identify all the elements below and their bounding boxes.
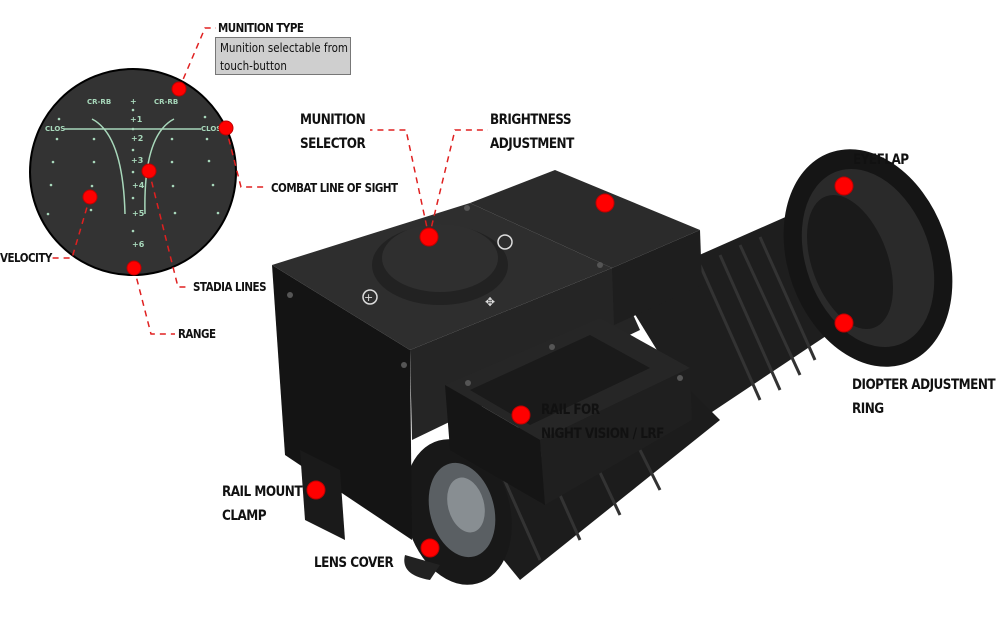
- munition-type-note: Munition selectable from touch-button: [215, 37, 351, 75]
- reticle-dot: [170, 160, 174, 164]
- range-mark: +1: [130, 115, 143, 124]
- note-line: Munition selectable from: [220, 41, 348, 55]
- range-mark: +3: [131, 156, 143, 165]
- label-lens-cover: LENS COVER: [314, 555, 394, 571]
- stadia-line-left: [91, 118, 126, 215]
- reticle-view: CR-RB CR-RB + CLOS CLOS +1 +2 +3 +4 +5 +…: [29, 68, 237, 276]
- reticle-dot: [131, 148, 135, 152]
- reticle-dot: [131, 196, 135, 200]
- reticle-dot: [92, 160, 96, 164]
- cr-rb-right: CR-RB: [154, 98, 178, 106]
- housing-front: [272, 265, 412, 540]
- brightness-block-side: [612, 230, 702, 325]
- reticle-dot: [171, 184, 175, 188]
- reticle-dot: [57, 117, 61, 121]
- thermal-sight-device: + ✥: [272, 149, 953, 585]
- reticle-dot: [170, 137, 174, 141]
- range-mark: +6: [132, 240, 145, 249]
- reticle-dot: [211, 183, 215, 187]
- reticle-dot: [90, 184, 94, 188]
- stadia-line-right: [144, 118, 175, 215]
- label-munition-type: MUNITION TYPE: [218, 21, 304, 35]
- clos-right: CLOS: [201, 125, 221, 133]
- reticle-dot: [203, 115, 207, 119]
- reticle-dot: [89, 208, 93, 212]
- reticle-dot: [51, 160, 55, 164]
- reticle-dot: [55, 137, 59, 141]
- reticle-dot: [131, 170, 135, 174]
- callout-dots: [82, 81, 854, 558]
- reticle-dot: [46, 212, 50, 216]
- reticle-dot: [207, 159, 211, 163]
- range-mark: +4: [132, 181, 145, 190]
- svg-text:+: +: [364, 291, 373, 304]
- range-mark: +5: [132, 209, 145, 218]
- clos-left: CLOS: [45, 125, 65, 133]
- cr-rb-left: CR-RB: [87, 98, 111, 106]
- leader-lines: [48, 27, 488, 335]
- top-mark: +: [130, 97, 137, 106]
- label-range: RANGE: [178, 327, 216, 341]
- reticle-dot: [205, 137, 209, 141]
- reticle-dot: [131, 229, 135, 233]
- svg-text:✥: ✥: [485, 295, 495, 309]
- brightness-block-top: [470, 170, 700, 268]
- reticle-dot: [49, 183, 53, 187]
- label-eyeflap: EYEFLAP: [853, 152, 909, 168]
- reticle-dot: [216, 211, 220, 215]
- reticle-dot: [131, 127, 135, 131]
- label-stadia-lines: STADIA LINES: [193, 280, 267, 294]
- label-velocity: VELOCITY: [0, 251, 52, 265]
- label-combat-line-of-sight: COMBAT LINE OF SIGHT: [271, 181, 398, 195]
- reticle-dot: [131, 108, 135, 112]
- range-mark: +2: [131, 134, 143, 143]
- note-line: touch-button: [220, 59, 287, 73]
- reticle-dot: [173, 211, 177, 215]
- reticle-dot: [92, 137, 96, 141]
